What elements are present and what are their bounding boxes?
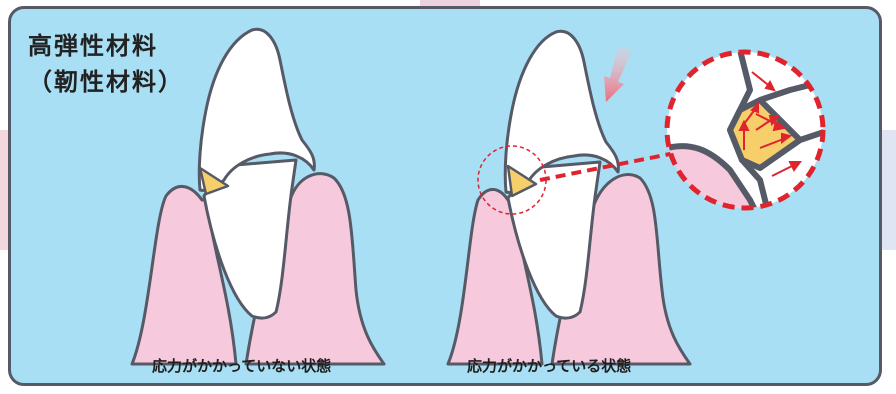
zoom-detail [660, 50, 830, 220]
caption-stress: 応力がかかっている状態 [467, 355, 631, 376]
right-tooth-illustration [448, 31, 690, 364]
title-line-2: （靭性材料） [28, 64, 184, 100]
caption-no-stress: 応力がかかっていない状態 [152, 355, 331, 376]
page-title: 高弾性材料 （靭性材料） [28, 28, 184, 100]
force-arrow [604, 46, 632, 102]
title-line-1: 高弾性材料 [28, 28, 184, 64]
